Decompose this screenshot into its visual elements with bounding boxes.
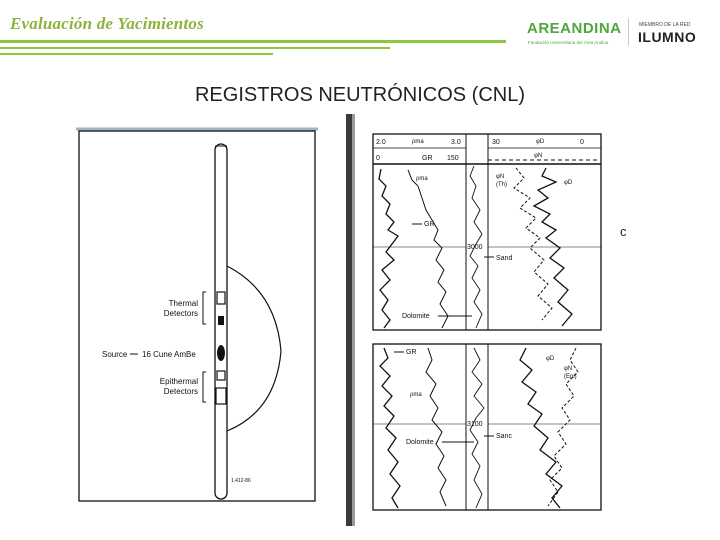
top-track2-curve: [469, 165, 483, 329]
top-gr-scale-max: 150: [447, 155, 459, 162]
epithermal-bracket: [202, 371, 206, 403]
bottom-phid-label: φD: [546, 356, 555, 362]
top-phin-scale-name: φN: [534, 153, 542, 159]
thermal-label-1: Thermal: [169, 299, 199, 308]
log-panel-bottom: GR ρma φD φN (Epi) 3100 Dolomite Sanc: [372, 343, 602, 511]
top-rhoma-curve: [407, 169, 449, 329]
top-gr-scale-name: GR: [422, 155, 433, 162]
bottom-depth-label: 3100: [467, 421, 483, 428]
top-depth-label: 3000: [467, 244, 483, 251]
cnl-log-plot: 2.0 ρma 3.0 0 GR 150 30 φD 0 φN ρma φN (…: [346, 114, 608, 526]
top-phid-curve: [532, 167, 573, 327]
top-phin-curve: [513, 167, 553, 321]
ilumno-logo: ILUMNO: [638, 29, 697, 45]
cnl-tool-diagram: Thermal Detectors Source 16 Cune AmBe Ep…: [76, 126, 318, 526]
top-phid-scale-min: 30: [492, 139, 500, 146]
header-title: Evaluación de Yacimientos: [10, 14, 204, 33]
areandina-logo: AREANDINA: [527, 20, 622, 37]
source-type-label: 16 Cune AmBe: [142, 350, 196, 359]
log-panel-top: 2.0 ρma 3.0 0 GR 150 30 φD 0 φN ρma φN (…: [372, 133, 602, 331]
thermal-bracket: [202, 291, 206, 325]
top-sand-label: Sand: [496, 255, 512, 262]
bottom-phid-curve: [519, 347, 563, 509]
bottom-track2-curve: [469, 347, 485, 509]
epithermal-label-1: Epithermal: [160, 377, 198, 386]
source-icon: [217, 345, 225, 361]
source-label: Source: [102, 350, 128, 359]
epithermal-label-2: Detectors: [164, 387, 198, 396]
epithermal-detector-2: [215, 387, 227, 405]
bottom-phin-epi-label-1: φN: [564, 366, 572, 372]
top-phid-label: φD: [564, 180, 573, 186]
bottom-rhoma-label: ρma: [410, 392, 422, 398]
slide-title: REGISTROS NEUTRÓNICOS (CNL): [194, 84, 526, 106]
areandina-logo-subtitle: Fundación Universitaria del Área Andina: [528, 40, 609, 45]
top-rhoma-scale-max: 3.0: [451, 139, 461, 146]
top-phid-scale-name: φD: [536, 139, 545, 145]
ilumno-logo-caption: MIEMBRO DE LA RED: [639, 22, 691, 28]
thermal-label-2: Detectors: [164, 309, 198, 318]
bottom-rhoma-curve: [425, 347, 447, 507]
top-phin-th-label-1: φN: [496, 174, 504, 180]
scan-edge: [346, 114, 352, 526]
bottom-sand-label: Sanc: [496, 433, 512, 440]
epithermal-detector-1: [216, 370, 226, 381]
top-phin-th-label-2: (Th): [496, 182, 507, 188]
bottom-gr-label: GR: [406, 349, 417, 356]
top-phid-scale-max: 0: [580, 139, 584, 146]
bottom-phin-curve: [547, 347, 579, 507]
stray-letter: c: [620, 224, 627, 239]
top-gr-label: GR: [424, 221, 435, 228]
top-gr-scale-min: 0: [376, 155, 380, 162]
header-rule-bottom: [0, 53, 273, 55]
bottom-phin-epi-label-2: (Epi): [564, 374, 577, 380]
bottom-gr-curve: [379, 347, 401, 509]
top-gr-curve: [378, 168, 399, 329]
thermal-detector-1: [216, 291, 226, 305]
top-dolomite-label: Dolomite: [402, 313, 430, 320]
formation-arc: [226, 265, 282, 432]
header-rule-top: [0, 40, 506, 43]
top-rhoma-label: ρma: [416, 176, 428, 182]
header-rule-middle: [0, 47, 390, 49]
top-rhoma-scale-name: ρma: [412, 139, 424, 145]
tool-figure-id: 1.412-86: [231, 478, 251, 484]
thermal-detector-2: [218, 316, 224, 325]
logo-divider: [628, 18, 629, 46]
top-rhoma-scale-min: 2.0: [376, 139, 386, 146]
bottom-dolomite-label: Dolomite: [406, 439, 434, 446]
